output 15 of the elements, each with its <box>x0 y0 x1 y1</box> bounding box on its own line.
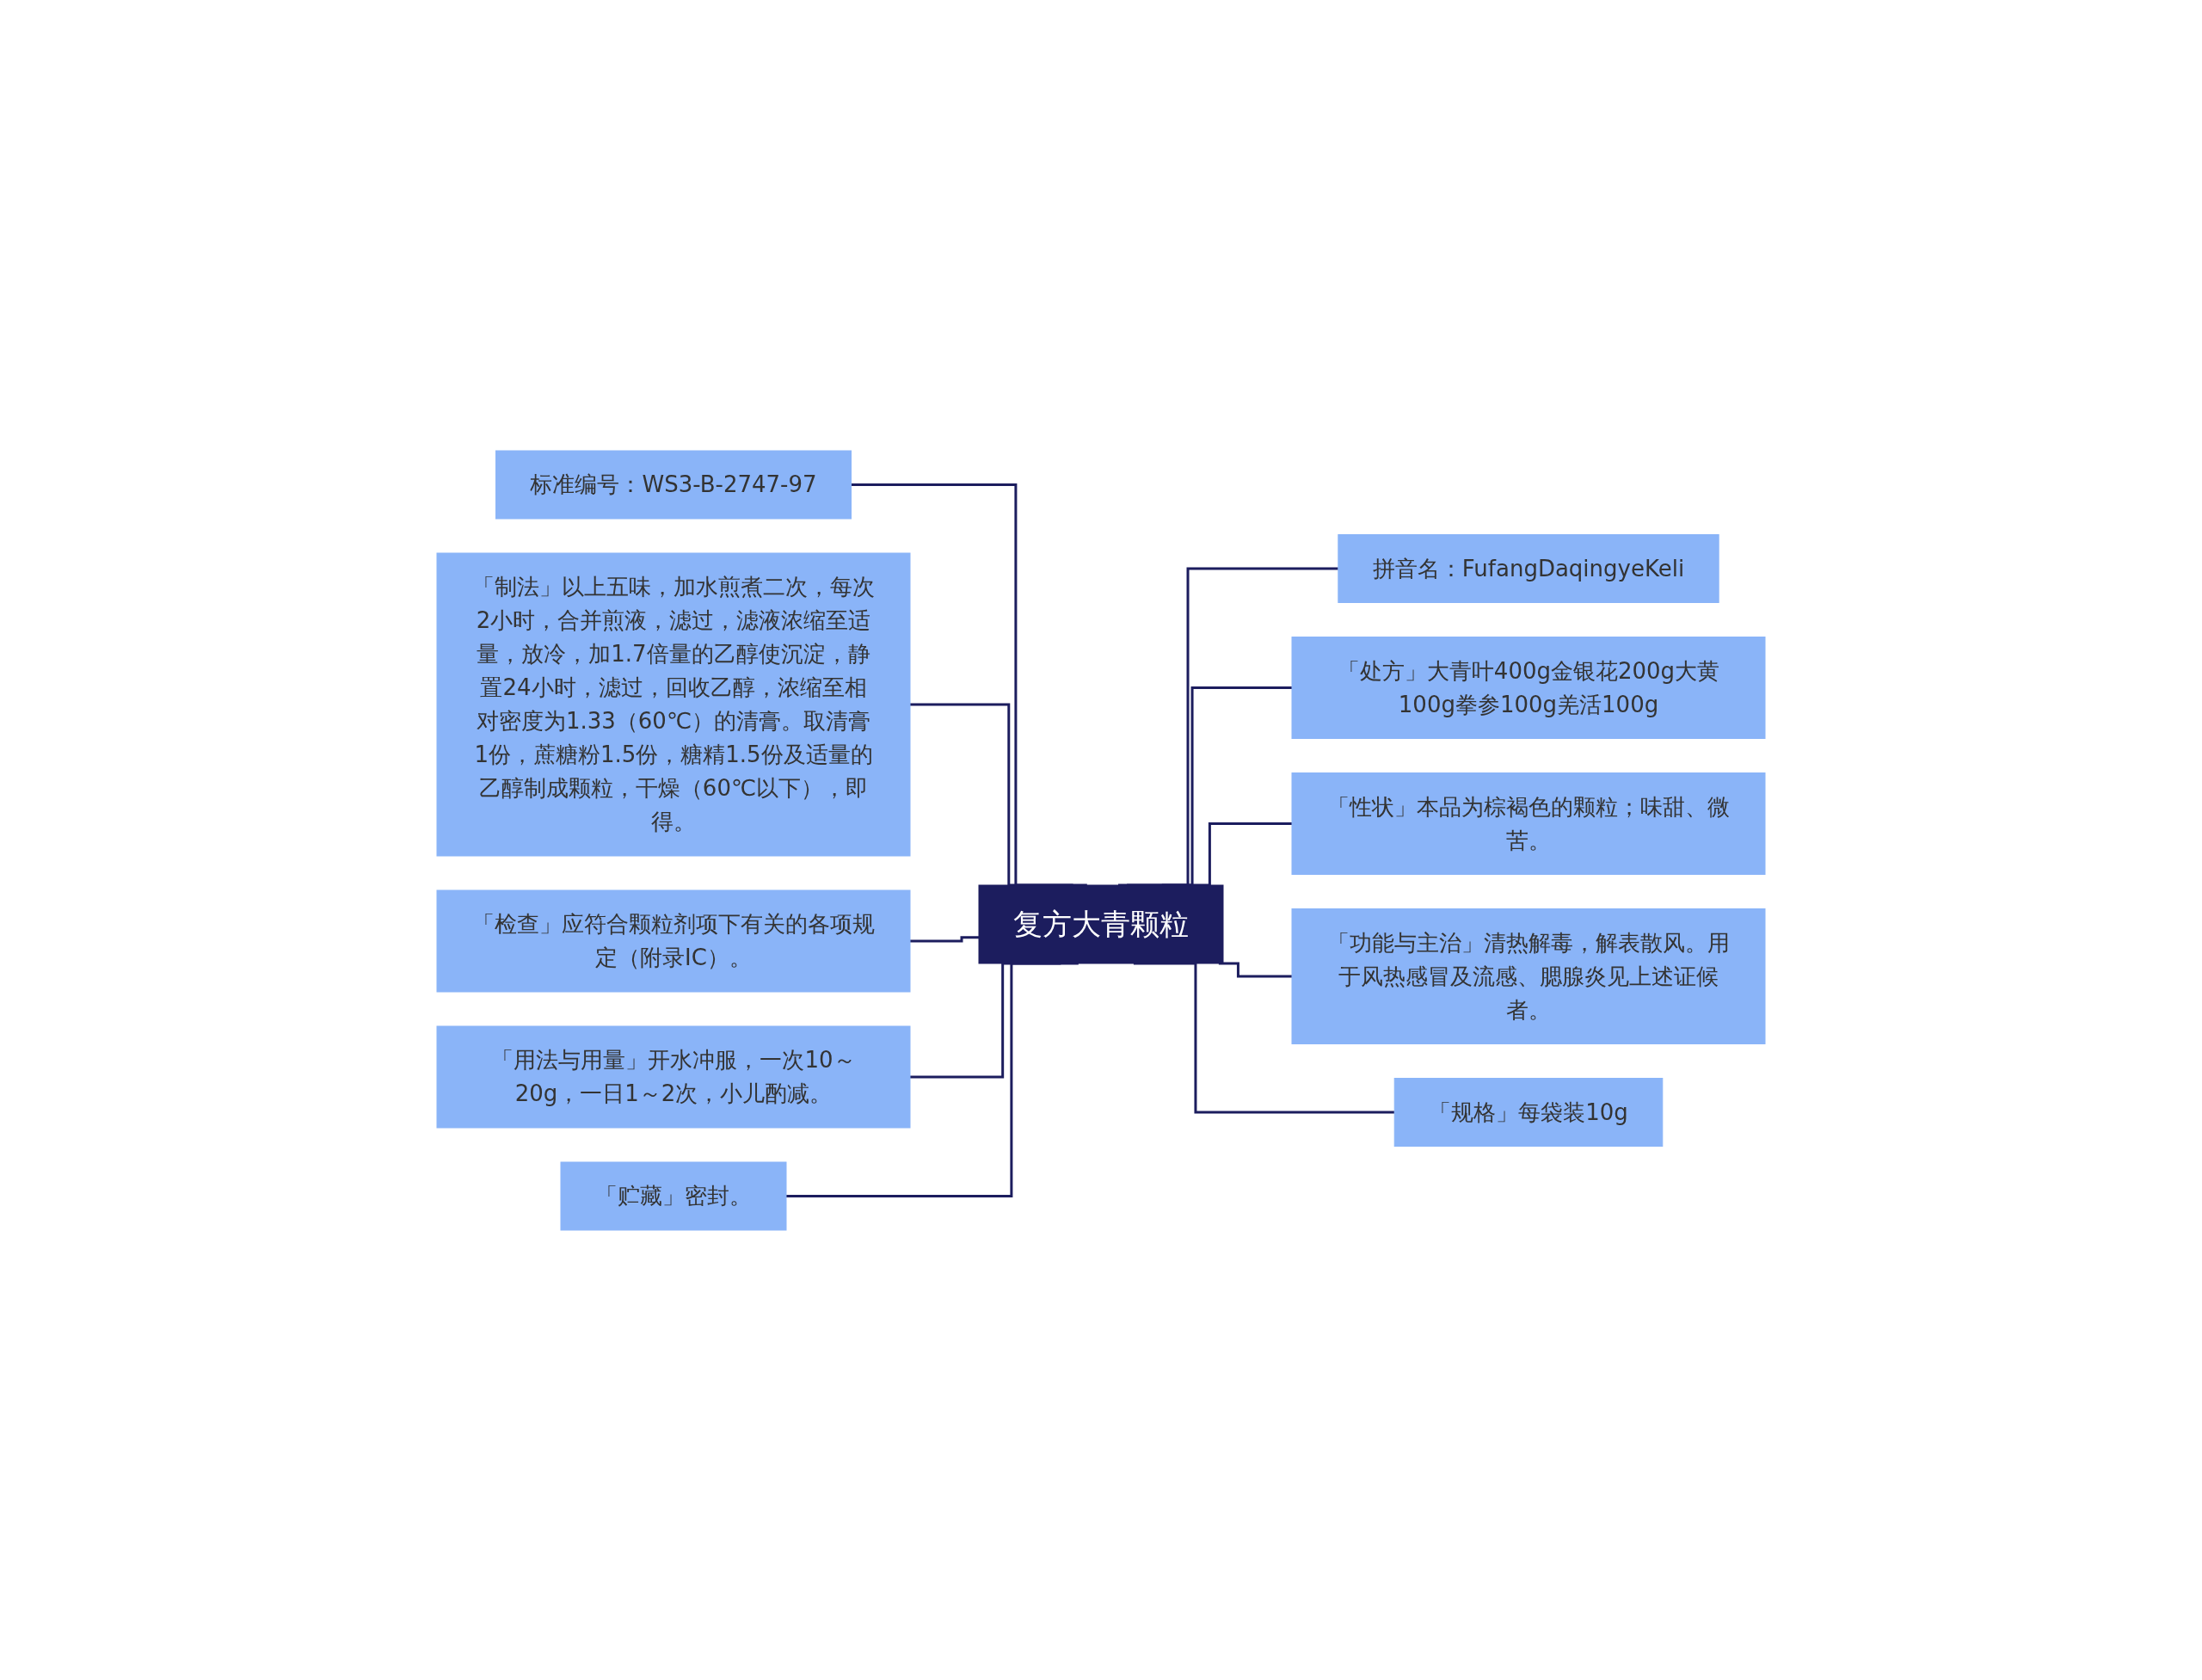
connector <box>1218 962 1292 977</box>
node-box <box>1291 772 1766 875</box>
connector <box>786 962 1079 1197</box>
node-box <box>1393 1077 1664 1147</box>
node-box <box>436 1025 911 1128</box>
node-box <box>978 884 1224 963</box>
node-box <box>436 552 911 856</box>
node-box <box>1291 908 1766 1044</box>
node-box <box>495 450 852 519</box>
node-box <box>1291 636 1766 739</box>
node-box <box>560 1161 787 1230</box>
connector <box>1133 962 1395 1113</box>
node-box <box>436 889 911 992</box>
connector <box>910 935 979 942</box>
node-box <box>1338 533 1719 603</box>
